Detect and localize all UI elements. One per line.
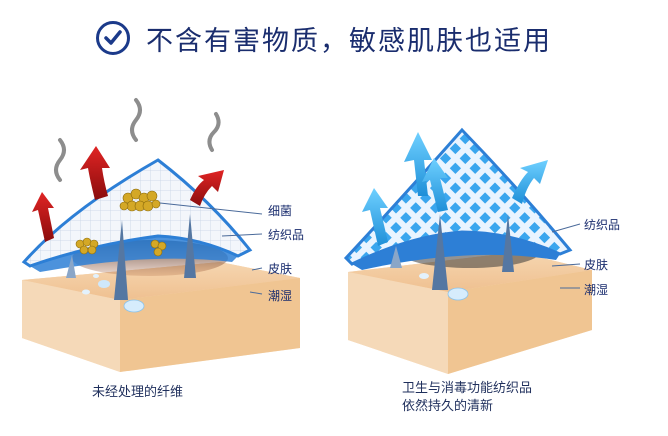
label-fabric-left: 纺织品 — [268, 228, 305, 242]
label-bacteria: 细菌 — [268, 204, 293, 218]
page-title: 不含有害物质，敏感肌肤也适用 — [146, 25, 552, 57]
label-moisture-right: 潮湿 — [584, 283, 609, 297]
header: 不含有害物质，敏感肌肤也适用 — [96, 14, 552, 62]
left-diagram — [21, 98, 300, 372]
caption-right-line1: 卫生与消毒功能纺织品 — [402, 381, 533, 396]
label-skin-left: 皮肤 — [268, 262, 293, 276]
caption-left: 未经处理的纤维 — [92, 385, 184, 400]
label-moisture-left: 潮湿 — [268, 289, 293, 303]
caption-right-line2: 依然持久的清新 — [402, 399, 494, 414]
right-diagram — [343, 127, 592, 374]
label-fabric-right: 纺织品 — [584, 218, 621, 232]
check-icon — [96, 21, 130, 55]
label-skin-right: 皮肤 — [584, 258, 609, 272]
